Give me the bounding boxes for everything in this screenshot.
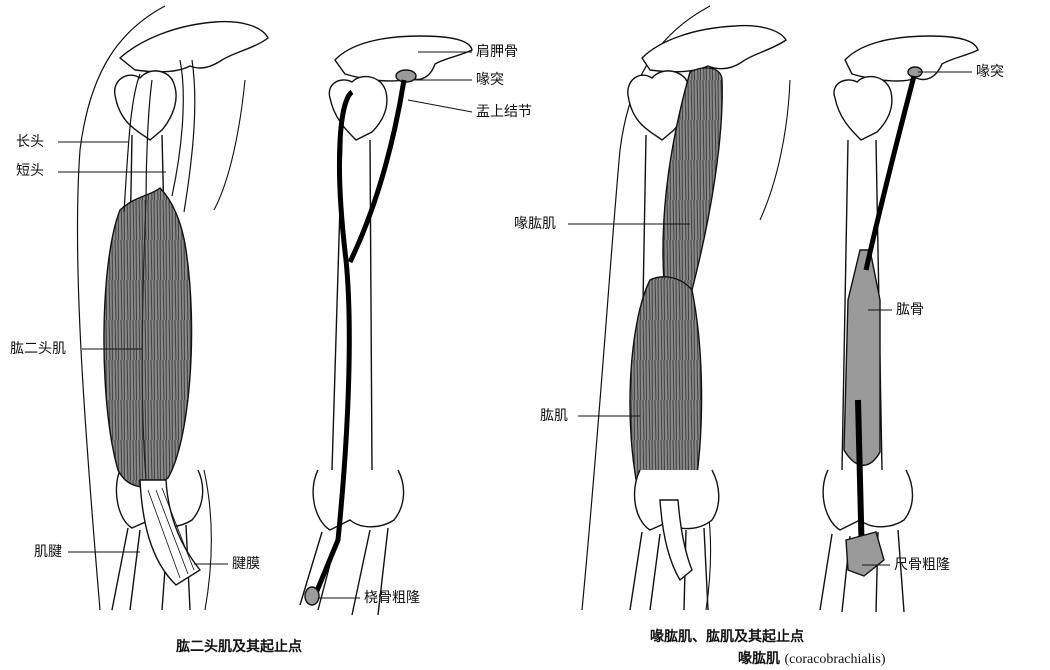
label-aponeurosis: 腱膜 bbox=[232, 556, 260, 572]
label-coracoid-right: 喙突 bbox=[976, 64, 1004, 80]
ulnar-tuberosity-attachment bbox=[845, 531, 885, 577]
caption-biceps: 肱二头肌及其起止点 bbox=[176, 639, 302, 655]
figure-biceps-arm bbox=[76, 5, 269, 611]
label-coracobrachialis: 喙肱肌 bbox=[514, 216, 556, 232]
biceps-muscle bbox=[103, 187, 193, 488]
subcaption-cn: 喙肱肌 bbox=[738, 651, 780, 667]
label-brachialis: 肱肌 bbox=[540, 408, 568, 424]
caption-brachialis: 喙肱肌、肱肌及其起止点 bbox=[650, 629, 804, 645]
label-short-head: 短头 bbox=[16, 163, 44, 179]
figure-biceps-bones bbox=[299, 35, 473, 616]
humerus-attachment bbox=[843, 249, 881, 466]
coracobrachialis-muscle bbox=[662, 67, 723, 291]
subcaption-latin: (coracobrachialis) bbox=[784, 652, 886, 667]
label-long-head: 长头 bbox=[16, 134, 44, 150]
figure-brachialis-arm bbox=[581, 5, 791, 611]
label-scapula: 肩胛骨 bbox=[476, 44, 518, 60]
label-ulnar-tuberosity: 尺骨粗隆 bbox=[894, 557, 950, 573]
subcaption: 喙肱肌 (coracobrachialis) bbox=[738, 648, 886, 668]
label-tendon: 肌腱 bbox=[34, 544, 62, 560]
label-supraglenoid: 盂上结节 bbox=[476, 104, 532, 120]
figure-brachialis-bones bbox=[819, 35, 979, 613]
label-biceps: 肱二头肌 bbox=[10, 341, 66, 357]
label-humerus: 肱骨 bbox=[896, 302, 924, 318]
label-radial-tuberosity: 桡骨粗隆 bbox=[364, 590, 420, 606]
leader-lines bbox=[58, 51, 972, 599]
label-coracoid-left: 喙突 bbox=[476, 72, 504, 88]
